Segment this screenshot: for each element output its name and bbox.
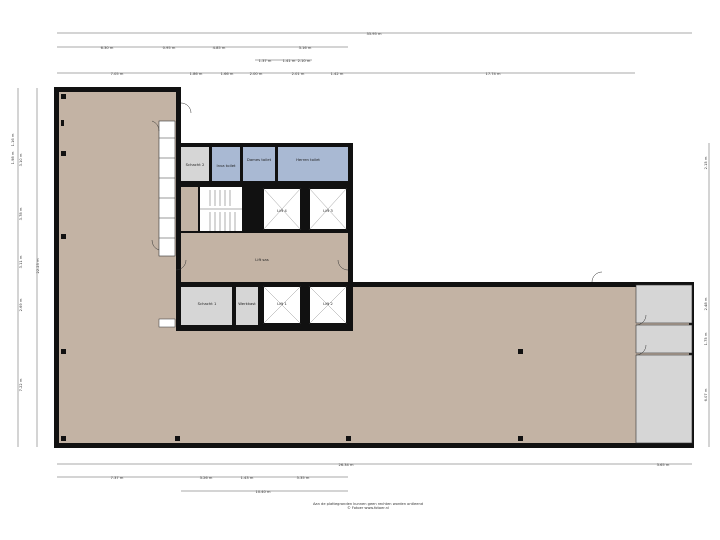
werkkast xyxy=(236,287,258,325)
dim-right-a: 2.15 m xyxy=(704,156,708,169)
inva-toilet xyxy=(212,147,240,181)
dim-top-r3-f: 1.42 m xyxy=(331,72,344,76)
dim-top-overall: 35.95 m xyxy=(367,32,382,36)
disclaimer-text: Aan de plattegronden kunnen geen rechten… xyxy=(313,502,423,506)
dim-top-r3-c: 1.66 m xyxy=(221,72,234,76)
label-werkkast: Werkkast xyxy=(238,301,256,306)
label-schacht-2: Schacht 2 xyxy=(186,162,205,167)
bottom-dimensions: 26.34 m 3.65 m 7.37 m 3.26 m 1.43 m 5.35… xyxy=(57,463,692,494)
dim-left-e: 3.11 m xyxy=(19,255,23,268)
label-heren-toilet: Herren toilet xyxy=(296,157,320,162)
right-room-1 xyxy=(635,284,693,324)
label-schacht-1: Schacht 1 xyxy=(198,301,217,306)
dim-left-c: 3.10 m xyxy=(19,153,23,166)
dim-top-r1-b: 0.95 m xyxy=(163,46,176,50)
office-floor xyxy=(59,92,689,443)
dim-top-r2-c: 2.10 m xyxy=(298,59,311,63)
schacht-2 xyxy=(181,147,209,181)
dim-left-g: 7.22 m xyxy=(19,378,23,391)
dames-toilet xyxy=(243,147,275,181)
dim-top-r3-b: 1.86 m xyxy=(190,72,203,76)
columns xyxy=(61,94,523,441)
dim-bottom-r1-b: 3.65 m xyxy=(657,463,670,467)
copyright-text: © Fotoer www.fotoer.nl xyxy=(347,506,389,510)
dim-top-r3-e: 2.01 m xyxy=(292,72,305,76)
label-dames-toilet: Dames toilet xyxy=(247,157,272,162)
dim-right-b: 2.48 m xyxy=(704,297,708,310)
top-dimensions: 35.95 m 6.30 m 0.95 m 4.85 m 3.16 m 1.37… xyxy=(57,32,692,76)
building xyxy=(54,87,694,448)
dim-bottom-r2-b: 3.26 m xyxy=(200,476,213,480)
dim-top-r2-a: 1.37 m xyxy=(259,59,272,63)
schacht-1 xyxy=(181,287,232,325)
dim-bottom-r3: 10.40 m xyxy=(256,490,271,494)
label-lift-1: Lift 1 xyxy=(277,301,287,306)
label-lift-sas: Lift sas xyxy=(255,257,268,262)
label-inva-toilet: Inva toilet xyxy=(216,163,236,168)
dim-bottom-r2-d: 5.35 m xyxy=(297,476,310,480)
dim-left-d: 3.78 m xyxy=(19,207,23,220)
heren-toilet xyxy=(278,147,348,181)
dim-top-r3-g: 17.74 m xyxy=(486,72,501,76)
right-room-2 xyxy=(635,324,693,354)
dim-left-overall: 22.23 m xyxy=(36,258,40,273)
room-labels: Schacht 2 Inva toilet Dames toilet Herre… xyxy=(186,157,334,306)
dim-top-r3-a: 7.05 m xyxy=(111,72,124,76)
right-room-3 xyxy=(635,354,693,444)
doors xyxy=(151,102,647,356)
dim-top-r1-c: 4.85 m xyxy=(213,46,226,50)
dim-bottom-r1-a: 26.34 m xyxy=(339,463,354,467)
label-lift-3: Lift 3 xyxy=(323,208,333,213)
dim-left-f: 2.69 m xyxy=(19,298,23,311)
left-dimensions: 1.98 m 1.16 m 3.10 m 3.78 m 3.11 m 2.69 … xyxy=(11,88,40,447)
dim-left-a: 1.98 m xyxy=(11,151,15,164)
dim-right-d: 6.07 m xyxy=(704,388,708,401)
dim-right-c: 1.75 m xyxy=(704,332,708,345)
label-lift-4: Lift 4 xyxy=(277,208,287,213)
right-dimensions: 2.15 m 2.48 m 1.75 m 6.07 m xyxy=(704,143,710,447)
dim-top-r1-d: 3.16 m xyxy=(299,46,312,50)
dim-top-r1-a: 6.30 m xyxy=(101,46,114,50)
dim-left-b: 1.16 m xyxy=(11,133,15,146)
dim-bottom-r2-a: 7.37 m xyxy=(111,476,124,480)
label-lift-2: Lift 2 xyxy=(323,301,333,306)
dim-top-r2-b: 1.41 m xyxy=(283,59,296,63)
dim-bottom-r2-c: 1.43 m xyxy=(241,476,254,480)
dim-top-r3-d: 2.00 m xyxy=(250,72,263,76)
